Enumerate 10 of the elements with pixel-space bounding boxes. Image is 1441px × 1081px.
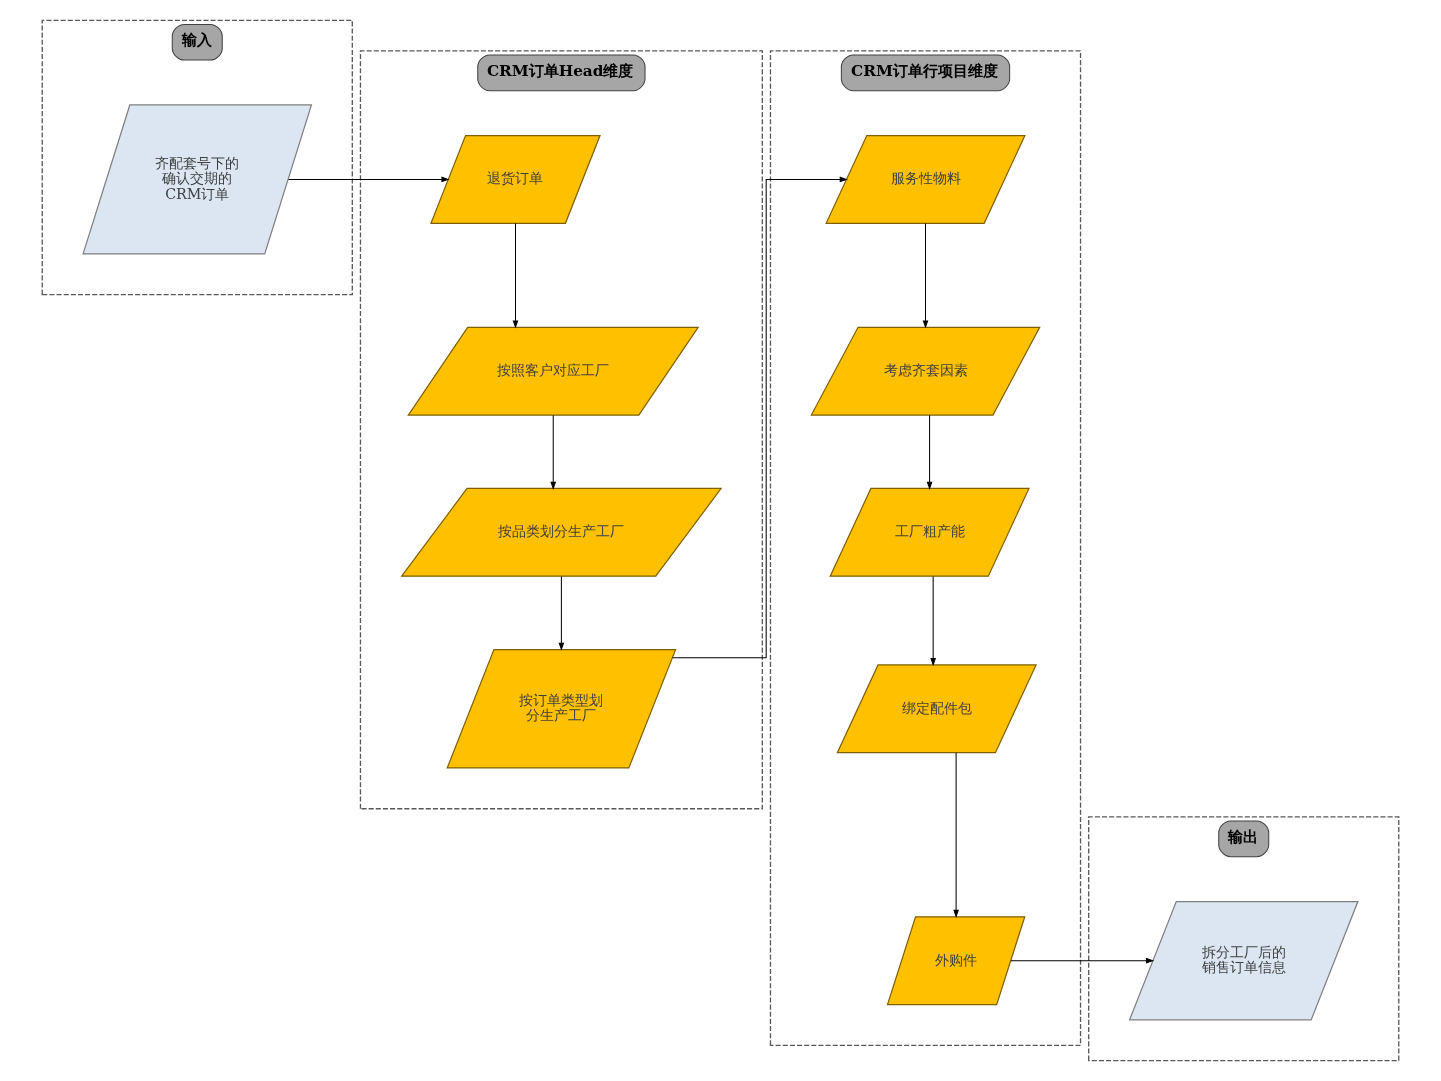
arrow [512,222,519,329]
arrow [287,176,450,183]
arrow [930,575,936,667]
arrow [558,575,565,651]
arrow [922,222,929,329]
arrow [953,752,959,919]
arrow [926,414,933,490]
arrow [671,176,848,659]
arrow [1010,957,1155,964]
arrow [550,414,557,490]
